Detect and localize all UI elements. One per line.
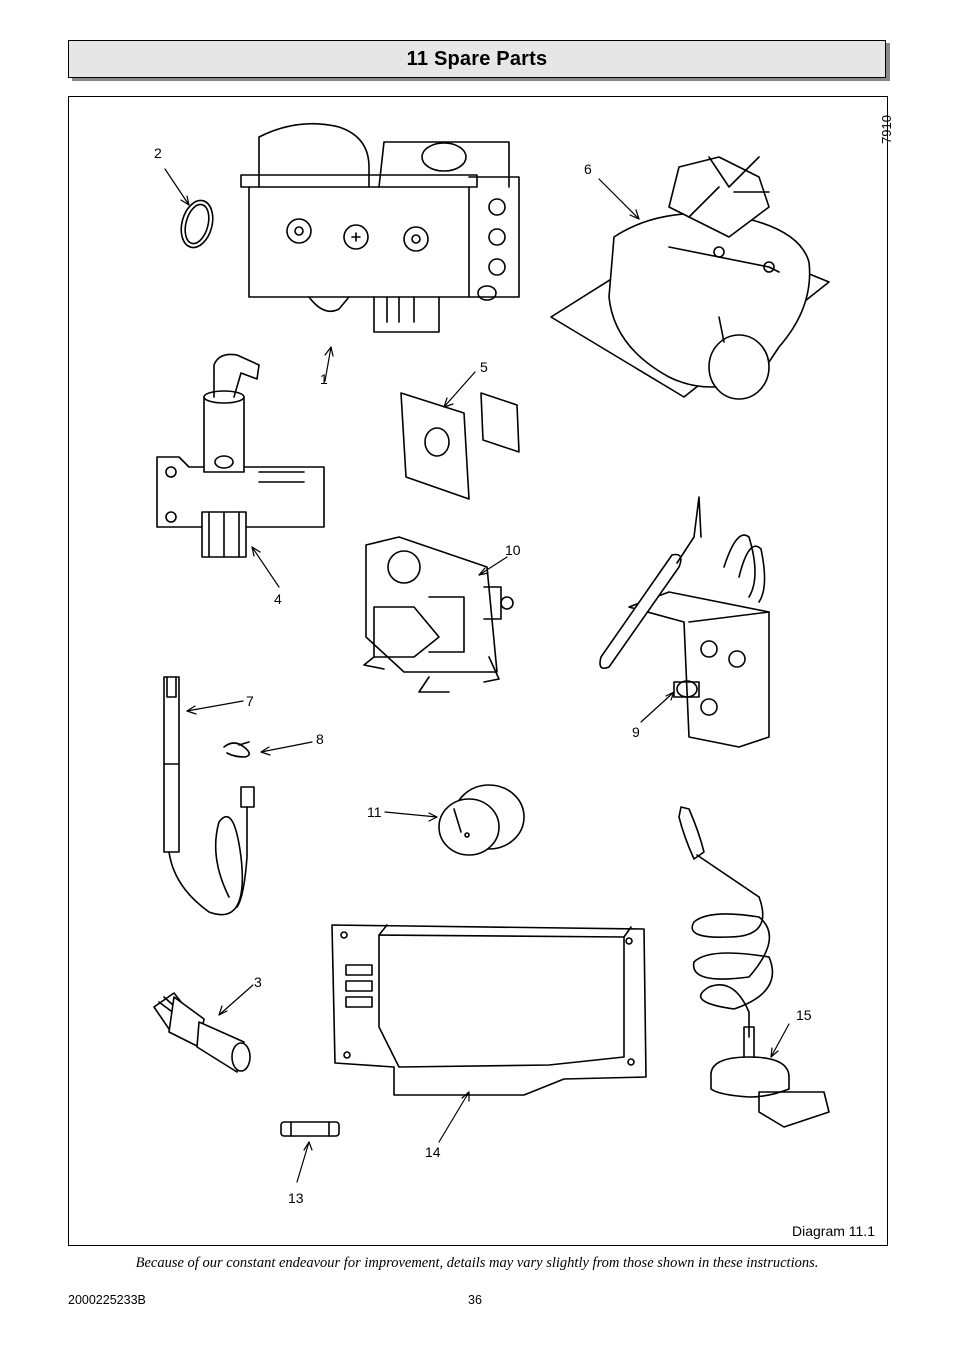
overheat-stat-drawing [678, 806, 830, 1128]
page-number: 36 [468, 1293, 482, 1307]
parts-illustration: 1 2 3 4 5 6 7 8 9 10 11 13 14 15 [153, 122, 830, 1206]
callout-4: 4 [274, 591, 282, 607]
section-title-bar: 11 Spare Parts [68, 40, 886, 78]
callout-15: 15 [796, 1007, 812, 1023]
improvement-disclaimer: Because of our constant endeavour for im… [135, 1255, 819, 1271]
pilot-burner-drawing [156, 353, 325, 558]
spare-parts-diagram: 7 9 10 [68, 96, 894, 1246]
callout-9: 9 [632, 724, 640, 740]
callout-3: 3 [254, 974, 262, 990]
fuse-drawing [280, 1121, 340, 1137]
retaining-clip-drawing [223, 741, 251, 758]
control-pcb-drawing [331, 924, 647, 1096]
gasket-drawing [400, 392, 520, 500]
control-knob-drawing [438, 784, 525, 856]
callout-numbers: 1 2 3 4 5 6 7 8 9 10 11 13 14 15 [154, 145, 812, 1206]
thermocouple-plug-drawing [153, 992, 251, 1073]
callout-14: 14 [425, 1144, 441, 1160]
o-ring-drawing [180, 199, 214, 249]
callout-11: 11 [367, 804, 382, 820]
callout-leaders [164, 168, 790, 1183]
callout-2: 2 [154, 145, 162, 161]
document-number: 2000225233B [68, 1293, 146, 1307]
fan-assembly-drawing [550, 156, 830, 400]
callout-7: 7 [246, 693, 254, 709]
thermostat-drawing [599, 496, 770, 748]
callout-6: 6 [584, 161, 592, 177]
spark-electrode-drawing [163, 676, 255, 916]
pressure-switch-drawing [363, 536, 514, 693]
diagram-label: Diagram 11.1 [791, 1223, 875, 1239]
callout-8: 8 [316, 731, 324, 747]
section-title: 11 Spare Parts [406, 47, 548, 70]
callout-5: 5 [480, 359, 488, 375]
gas-valve-drawing [240, 122, 520, 333]
callout-13: 13 [288, 1190, 304, 1206]
callout-10: 10 [505, 542, 521, 558]
callout-1: 1 [320, 371, 328, 387]
